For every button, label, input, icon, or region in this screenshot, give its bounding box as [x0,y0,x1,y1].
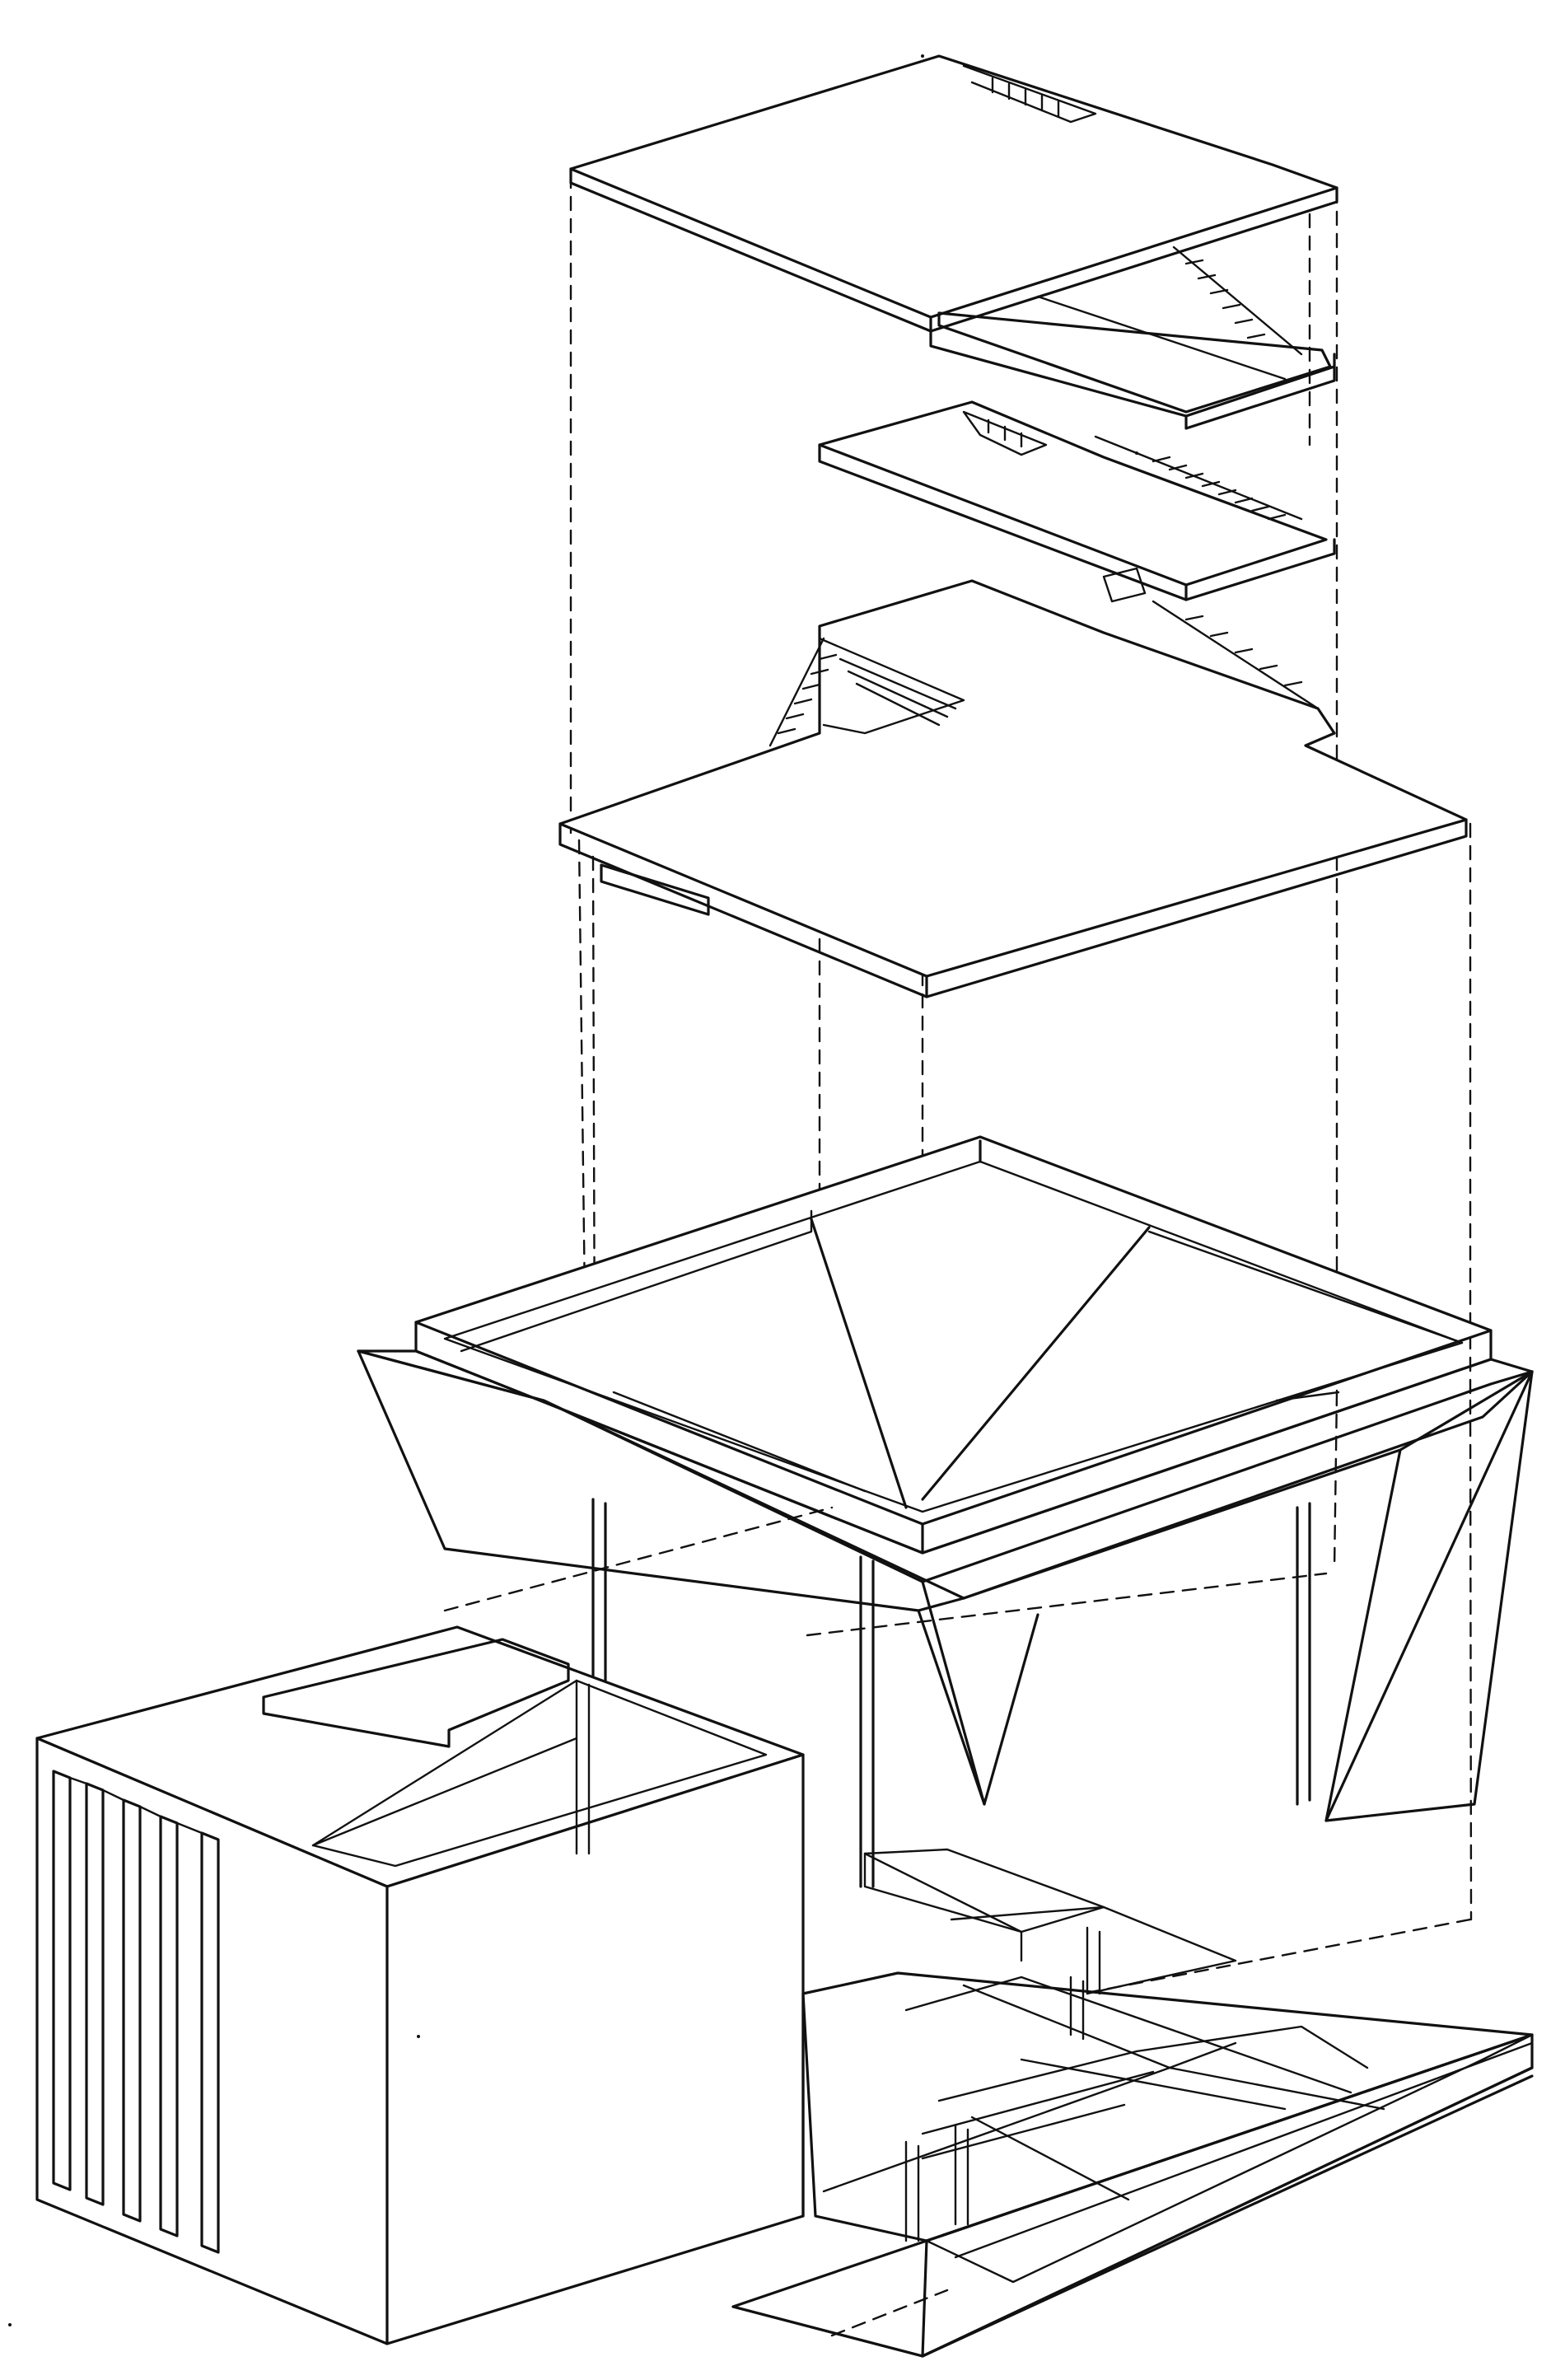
ink-dot [8,2323,12,2326]
left-cube-volume [35,1625,805,2345]
middle-floor-slab [818,330,1336,603]
funnel-roof-frame [357,1135,1534,1888]
lower-floor-slab [558,579,1468,998]
lower-base-volume [731,1848,1534,2358]
top-floor-slab [569,54,1338,414]
ink-dot [921,54,924,58]
ink-dot [417,2035,420,2038]
ink-dot [1135,451,1138,455]
